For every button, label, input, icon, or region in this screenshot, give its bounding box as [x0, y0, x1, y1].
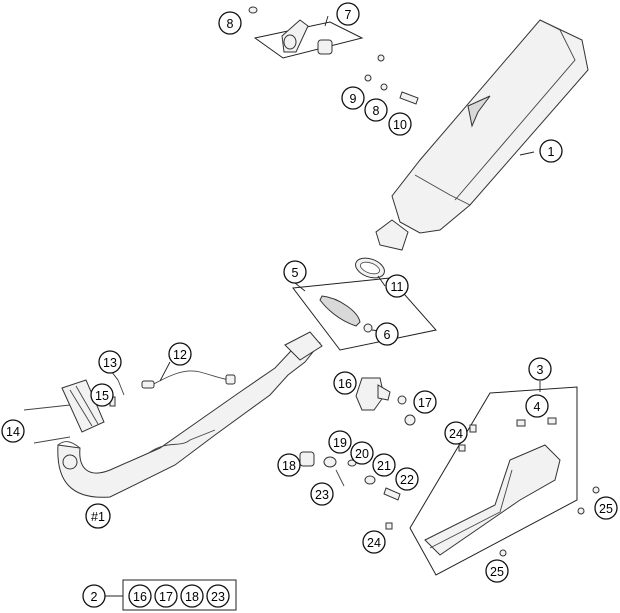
callout-8: 8	[364, 98, 388, 122]
callout-18: 18	[277, 453, 301, 477]
callout-4: 4	[525, 394, 549, 418]
callout-25-right-label: 25	[599, 502, 613, 516]
kit-item-23: 23	[206, 584, 230, 608]
callout-3: 3	[528, 357, 552, 381]
callout-22: 22	[395, 467, 419, 491]
callout-15-label: 15	[95, 389, 109, 403]
callout-14-label: 14	[6, 425, 20, 439]
callout-16-label: 16	[338, 377, 352, 391]
callout-3-label: 3	[537, 363, 544, 377]
callout-header-1-label: #1	[91, 510, 105, 524]
callout-23-label: 23	[315, 488, 329, 502]
kit-item-18: 18	[180, 584, 204, 608]
callout-17: 17	[413, 390, 437, 414]
callout-11-label: 11	[391, 280, 404, 294]
callout-12: 12	[168, 342, 192, 366]
callout-1-label: 1	[548, 145, 555, 159]
callout-13-label: 13	[103, 356, 117, 370]
callout-17-label: 17	[418, 396, 432, 410]
callout-22-label: 22	[400, 473, 414, 487]
callout-10-label: 10	[393, 118, 407, 132]
callout-9: 9	[341, 86, 365, 110]
callout-19: 19	[328, 430, 352, 454]
kit-item-18-label: 18	[185, 590, 199, 604]
callout-1: 1	[539, 139, 563, 163]
callout-10: 10	[388, 112, 412, 136]
kit-callout-label: 2	[91, 590, 98, 604]
callout-8-label: 8	[373, 104, 380, 118]
kit-item-16: 16	[128, 584, 152, 608]
callout-4-label: 4	[534, 400, 541, 414]
callout-25: 25	[485, 559, 509, 583]
callout-13: 13	[98, 350, 122, 374]
leader-lines	[110, 15, 541, 392]
callout-14: 14	[1, 419, 25, 443]
callout-9-label: 9	[350, 92, 357, 106]
callout-25-right: 25	[594, 496, 618, 520]
mounting-kit-drawing	[248, 6, 364, 59]
callout-20-label: 20	[355, 447, 369, 461]
callout-18-label: 18	[282, 459, 296, 473]
callout-8-top-label: 8	[227, 17, 234, 31]
clamp-kit-drawing	[292, 277, 437, 351]
callout-21-label: 21	[377, 459, 391, 473]
callout-23: 23	[310, 482, 334, 506]
callout-21: 21	[372, 453, 396, 477]
callout-6-label: 6	[384, 328, 391, 342]
callout-24-label: 24	[367, 536, 381, 550]
callout-24-top: 24	[444, 421, 468, 445]
fasteners-drawing	[364, 54, 419, 105]
gasket-ring-drawing	[355, 257, 385, 279]
callout-24: 24	[362, 530, 386, 554]
callout-25-label: 25	[490, 565, 504, 579]
callout-5: 5	[283, 260, 307, 284]
callout-7: 7	[336, 2, 360, 26]
callout-header-1: #1	[85, 503, 111, 529]
callout-11: 11	[385, 274, 409, 298]
callout-15: 15	[90, 383, 114, 407]
bracket-drawing	[355, 377, 416, 426]
callout-5-label: 5	[292, 266, 299, 280]
callout-24-top-label: 24	[449, 427, 463, 441]
heat-shield-drawing	[409, 386, 578, 576]
kit-item-16-label: 16	[133, 590, 147, 604]
exhaust-header-drawing	[57, 331, 323, 498]
silencer-drawing	[375, 19, 589, 251]
callout-12-label: 12	[173, 348, 187, 362]
callout-7-label: 7	[345, 8, 352, 22]
lambda-sensor-drawing	[23, 370, 236, 444]
kit-callout: 2	[82, 584, 106, 608]
callout-19-label: 19	[333, 436, 347, 450]
callout-16: 16	[333, 371, 357, 395]
kit-item-23-label: 23	[211, 590, 225, 604]
kit-item-17: 17	[154, 584, 178, 608]
kit-legend: 2 16 17 18 23	[82, 579, 237, 611]
screws-drawing	[385, 424, 600, 557]
fastening-parts-drawing	[299, 451, 401, 501]
kit-item-17-label: 17	[159, 590, 173, 604]
callout-8-top: 8	[218, 11, 242, 35]
callout-20: 20	[350, 441, 374, 465]
callout-6: 6	[375, 322, 399, 346]
